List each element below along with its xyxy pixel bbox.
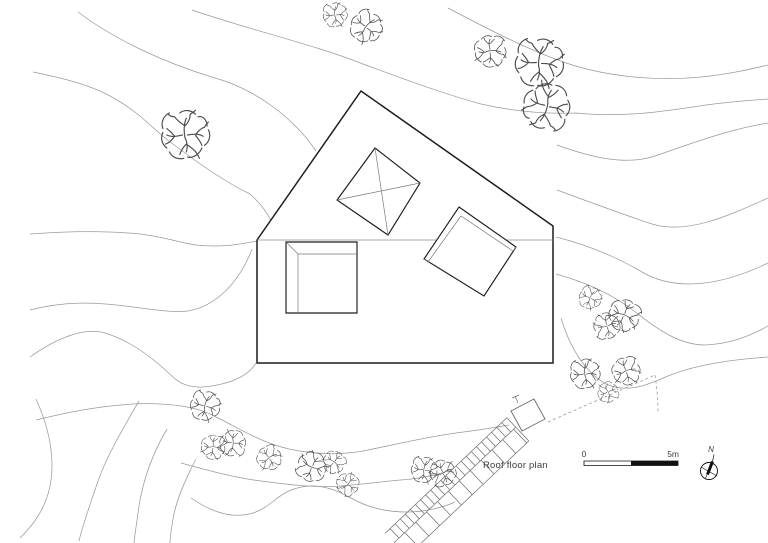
- walkway-band: [384, 417, 530, 543]
- skylight-cross: [336, 147, 421, 236]
- scale-zero-label: 0: [582, 449, 587, 459]
- skylight-right: [423, 206, 517, 297]
- tree: [291, 445, 333, 488]
- contour-line: [32, 71, 272, 222]
- contour-line: [191, 9, 768, 116]
- contour-line: [556, 189, 768, 228]
- tree: [343, 4, 390, 50]
- tree: [217, 427, 248, 459]
- skylight-right-reveal: [423, 215, 517, 263]
- tree: [186, 386, 225, 426]
- tree: [591, 310, 623, 342]
- contour-line: [19, 398, 53, 539]
- tree: [511, 34, 569, 92]
- tree: [574, 282, 606, 314]
- tree: [161, 109, 211, 160]
- tree: [317, 446, 350, 479]
- skylight-box: [285, 241, 358, 314]
- contour-line: [447, 7, 768, 79]
- contour-line: [555, 236, 768, 285]
- tree: [331, 467, 364, 500]
- tree: [608, 353, 644, 389]
- skylight-box-reveal: [286, 242, 356, 312]
- contour-line: [35, 403, 510, 455]
- contour-line: [555, 273, 768, 346]
- building: [256, 89, 554, 364]
- skylight-right-outline: [423, 206, 517, 297]
- contour-line: [77, 11, 317, 152]
- tree: [474, 35, 507, 68]
- contour-line: [29, 231, 258, 247]
- contour-line: [556, 122, 768, 161]
- contour-line: [29, 248, 253, 312]
- scale-5m-label: 5m: [667, 449, 679, 459]
- skylight-box-outline: [285, 241, 358, 314]
- tree: [594, 378, 622, 406]
- north-label: N: [708, 445, 714, 454]
- contour-line: [29, 330, 257, 388]
- tree: [408, 453, 441, 487]
- north-needle: [706, 460, 714, 476]
- plan-title-label: Roof floor plan: [483, 460, 548, 471]
- contour-line: [169, 458, 197, 543]
- scale-bar: 0 5m: [582, 449, 679, 466]
- walkway-stairs: [384, 394, 546, 543]
- scale-bar-filled-half: [631, 461, 678, 466]
- north-arrow-icon: N: [700, 445, 718, 480]
- skylight-cross-diagonals: [336, 147, 421, 236]
- tree: [198, 433, 228, 462]
- contour-line: [133, 428, 168, 543]
- contour-line: [190, 485, 456, 516]
- contour-lines: [19, 7, 768, 543]
- contour-line: [560, 317, 768, 389]
- boundary-dashed-line: [654, 374, 659, 414]
- tree: [323, 2, 348, 28]
- contour-line: [180, 462, 454, 488]
- tree: [570, 358, 601, 389]
- walkway-landing-platform: [510, 398, 546, 432]
- contour-line: [78, 400, 140, 542]
- walkway-grid: [384, 417, 530, 543]
- tree: [602, 293, 647, 338]
- walkway-tick-mark: [511, 394, 520, 404]
- north-needle-tip: [712, 454, 715, 462]
